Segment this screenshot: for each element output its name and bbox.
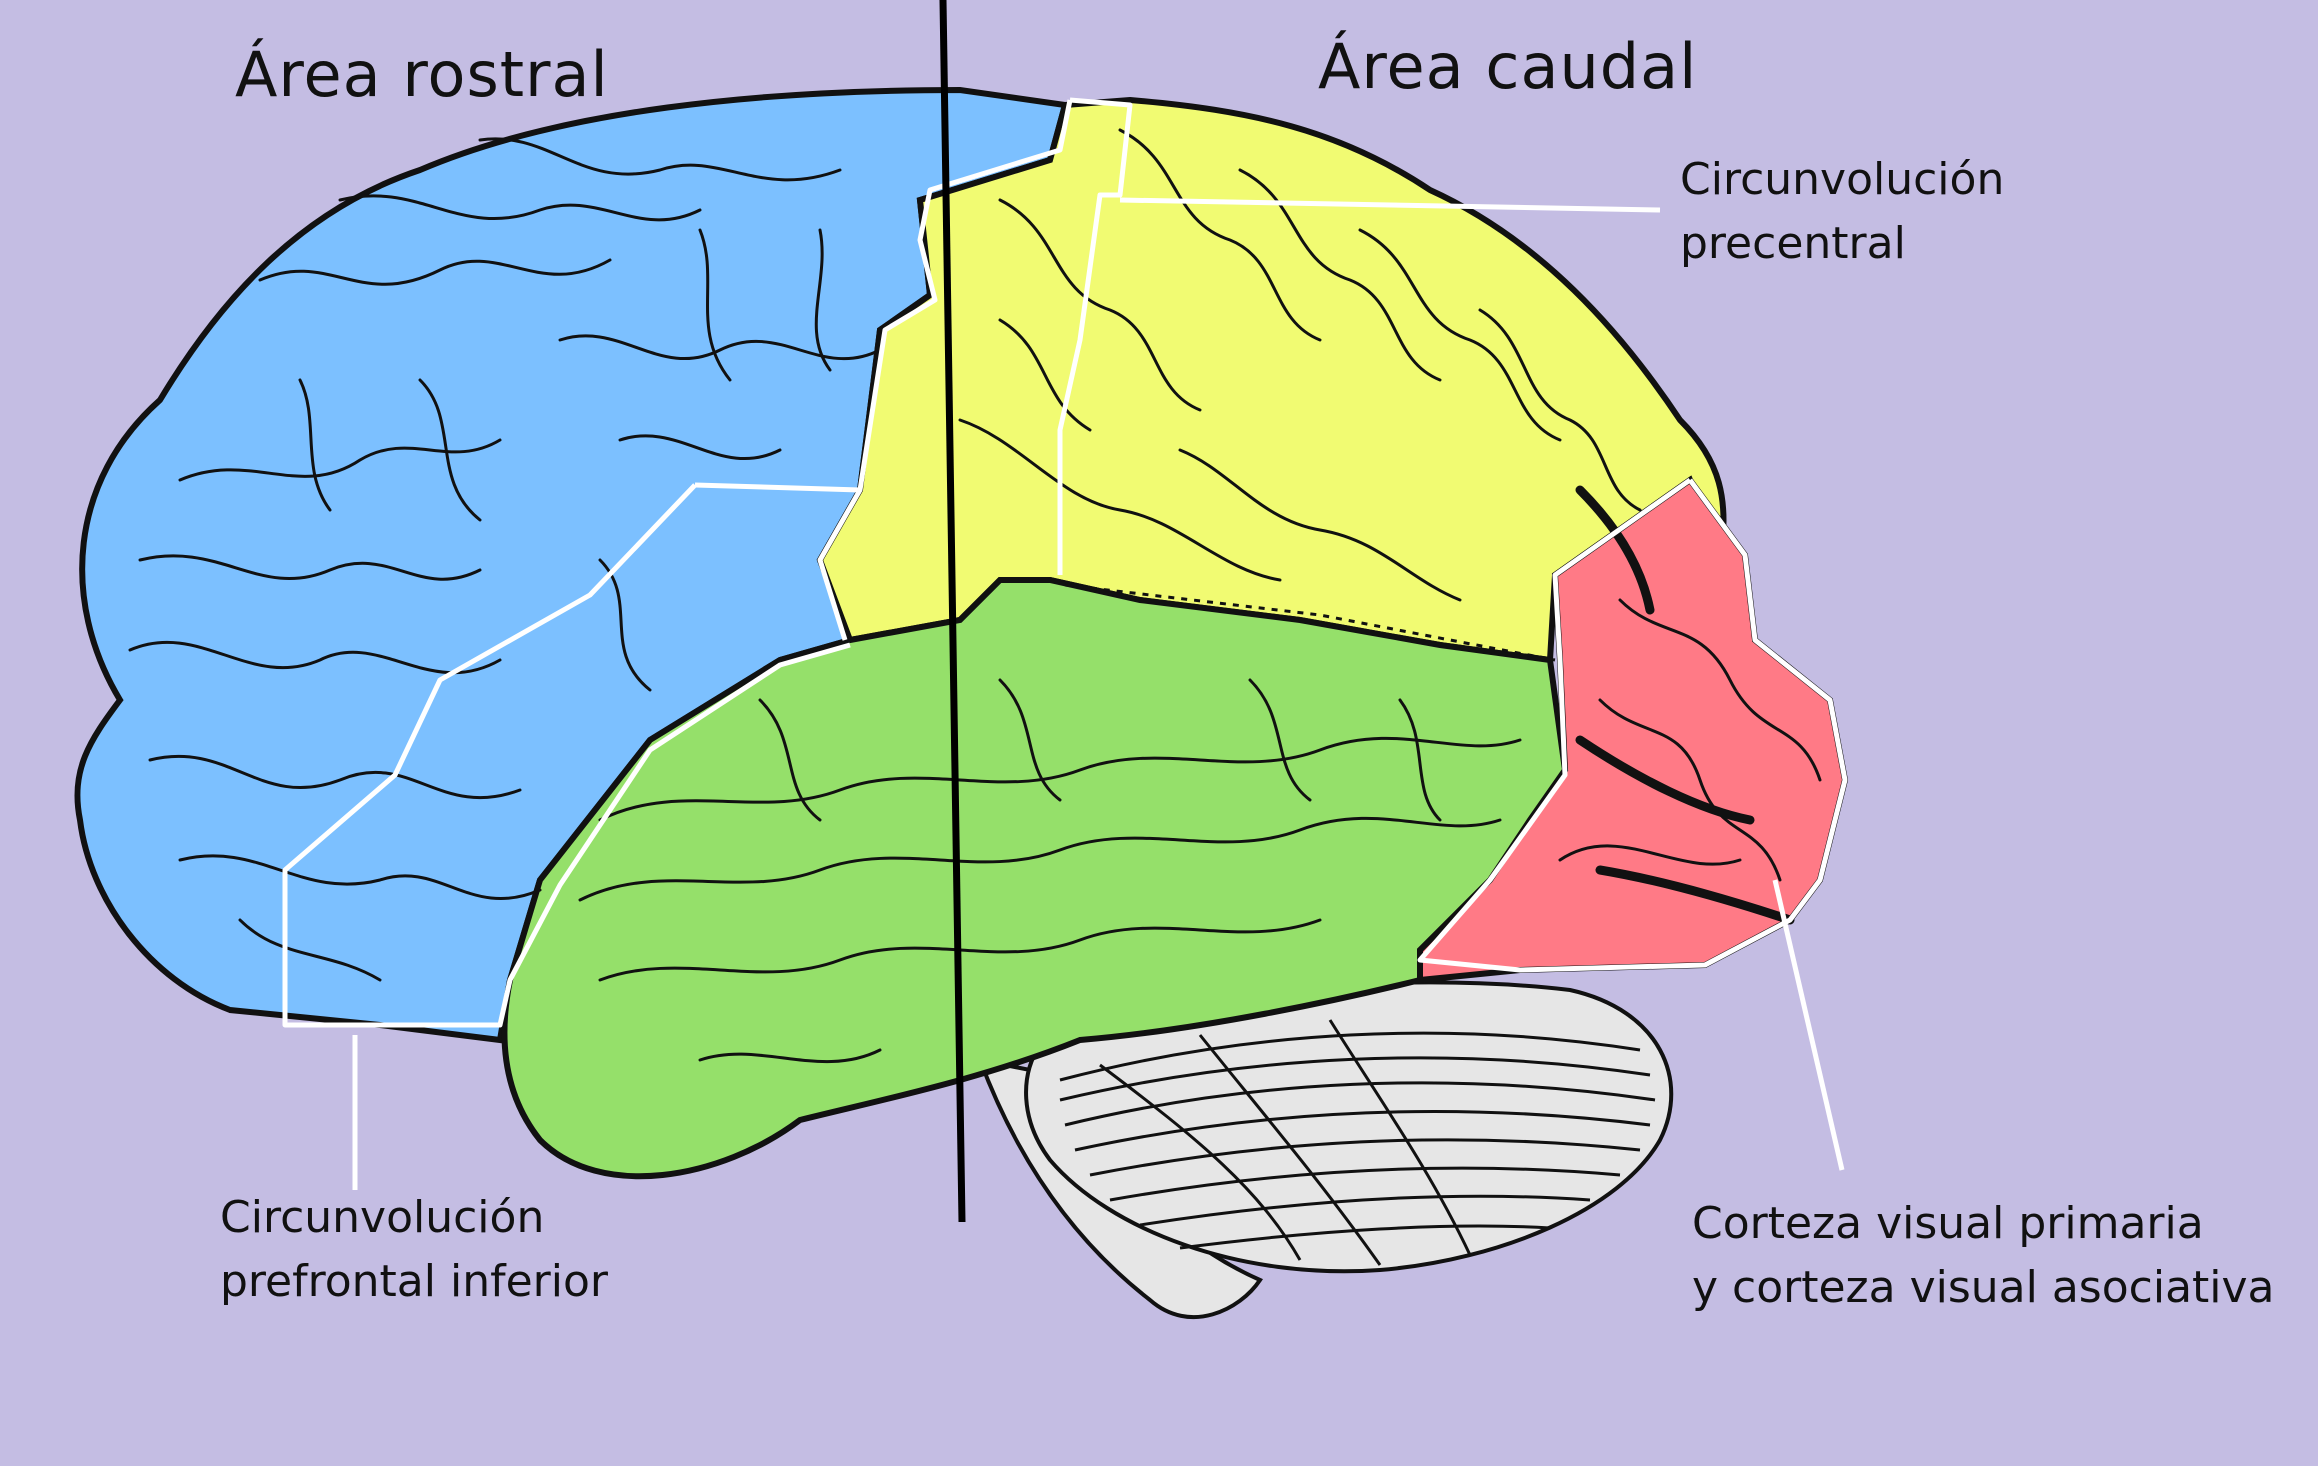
precentral-gyrus-label-line2: precentral (1680, 218, 1906, 269)
caudal-area-label: Área caudal (1318, 30, 1698, 103)
pointer-visual-cortex (1772, 879, 1845, 1171)
gyri-lines (128, 128, 1822, 1064)
dotted-boundary (1064, 583, 1556, 662)
cerebellum (1024, 980, 1674, 1274)
visual-cortex-label-line2: y corteza visual asociativa (1692, 1262, 2275, 1313)
rostral-area-label: Área rostral (235, 38, 609, 111)
inferior-prefrontal-gyrus-label-line1: Circunvolución (220, 1192, 545, 1243)
occipital-sulci (1575, 485, 1795, 925)
temporal-region (501, 577, 1569, 1180)
precentral-gyrus-label-line1: Circunvolución (1680, 154, 2005, 205)
frontal-region (74, 86, 1069, 1044)
visual-cortex-label-line1: Corteza visual primaria (1692, 1198, 2204, 1249)
visual-cortex-label: Corteza visual primaria y corteza visual… (1692, 1192, 2275, 1320)
inferior-prefrontal-gyrus-label-line2: prefrontal inferior (220, 1256, 608, 1307)
precentral-gyrus-label: Circunvolución precentral (1680, 148, 2004, 276)
boundary-lines (282, 97, 1848, 1190)
rostral-caudal-divider (939, 0, 966, 1223)
pointer-precentral (1119, 197, 1661, 213)
inferior-prefrontal-gyrus-label: Circunvolución prefrontal inferior (220, 1186, 608, 1314)
